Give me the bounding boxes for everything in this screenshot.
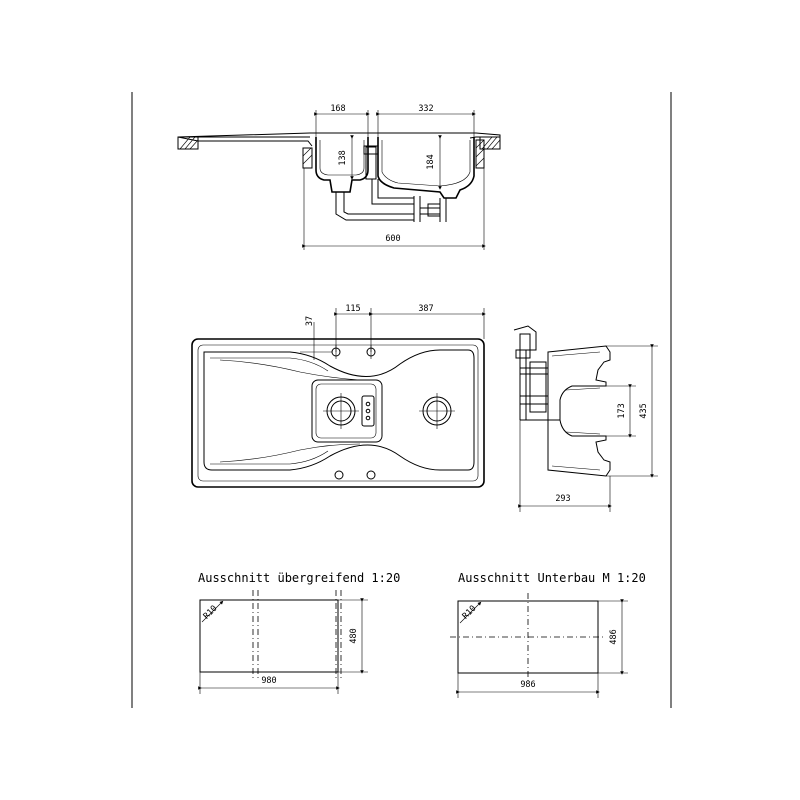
cutout-overmount-width: 980	[261, 676, 276, 686]
dim-total-width: 600	[385, 234, 400, 244]
dim-tap-distance: 387	[418, 304, 433, 314]
left-bowl	[315, 137, 369, 193]
cutout-overmount-title: Ausschnitt übergreifend 1:20	[198, 571, 400, 585]
dim-tap-spacing: 115	[345, 304, 360, 314]
overflow-pipe	[365, 146, 377, 180]
support-left	[302, 147, 313, 169]
cutout-overmount: Ausschnitt übergreifend 1:20 R10 480 980	[198, 571, 400, 694]
sink-outline	[191, 338, 485, 488]
dim-left-bowl-depth: 138	[338, 150, 348, 165]
dim-left-bowl-width: 168	[330, 104, 345, 114]
cutout-undermount: Ausschnitt Unterbau M 1:20 R10 486 986	[450, 571, 646, 698]
sink-rim	[177, 132, 501, 147]
dim-side-depth: 293	[555, 494, 570, 504]
cutout-undermount-radius: R10	[461, 604, 479, 622]
drain-small-bowl	[323, 393, 359, 429]
tap-holes-bottom	[334, 470, 376, 480]
top-view: 115 387 37	[191, 304, 486, 488]
side-outline	[547, 345, 611, 477]
support-right	[475, 139, 485, 169]
dim-side-inner: 173	[617, 403, 627, 418]
cutout-overmount-height: 480	[349, 628, 359, 643]
dim-right-bowl-width: 332	[418, 104, 433, 114]
countertop-right	[479, 136, 501, 150]
cutout-undermount-height: 486	[609, 629, 619, 644]
dim-right-bowl-depth: 184	[426, 154, 436, 169]
cutout-undermount-title: Ausschnitt Unterbau M 1:20	[458, 571, 646, 585]
side-pipe	[513, 325, 560, 421]
side-view: 435 173 293	[513, 325, 658, 512]
tap-holes-top	[331, 345, 376, 359]
dim-offset: 37	[305, 316, 315, 326]
section-view: 168 332 138 184 600	[177, 104, 501, 250]
drain-large-bowl	[419, 393, 455, 429]
right-bowl	[377, 137, 475, 199]
small-bowl-top	[311, 379, 383, 443]
drainer-area	[203, 349, 475, 471]
cutout-overmount-radius: R10	[202, 604, 220, 622]
dim-side-height: 435	[639, 403, 649, 418]
cutout-undermount-width: 986	[520, 680, 535, 690]
cutout-overmount-rect	[199, 599, 339, 673]
